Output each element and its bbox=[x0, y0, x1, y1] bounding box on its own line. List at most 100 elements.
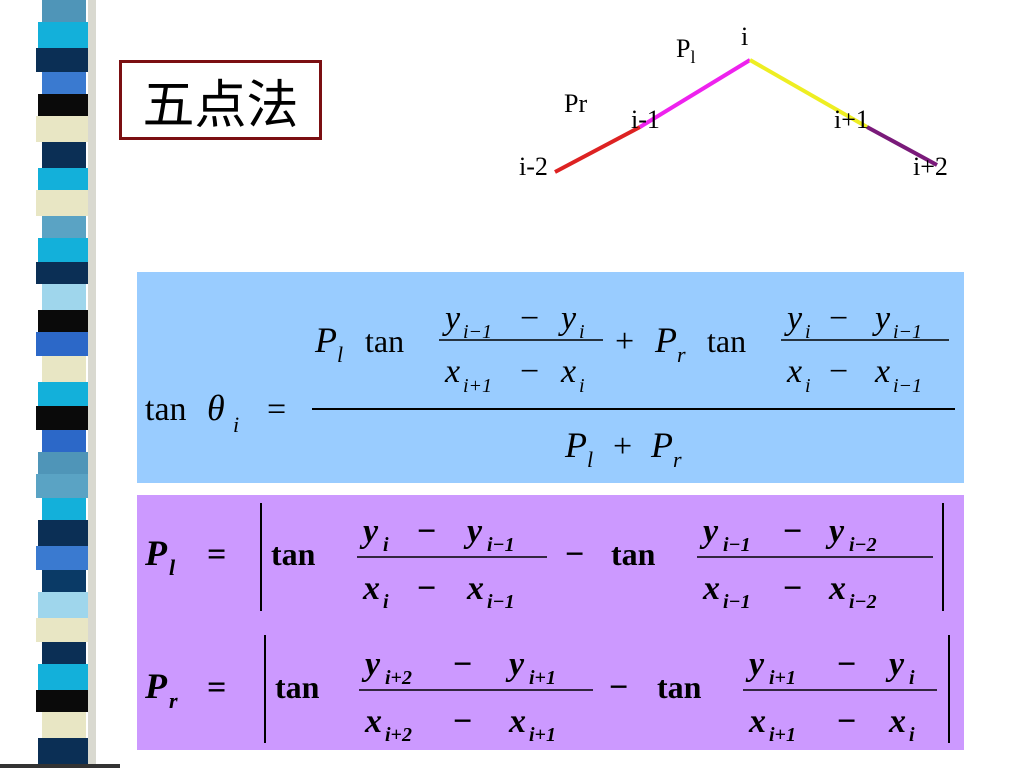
stripe-block bbox=[42, 430, 86, 452]
segment-left-outer bbox=[554, 125, 641, 174]
pr-f1-x2-sub-ip1: i+1 bbox=[529, 724, 556, 746]
pr-f2-x2: x bbox=[888, 703, 906, 740]
formula-pr: P r = tan y i+2 − y i+1 x i+2 − x i+1 − … bbox=[144, 635, 950, 746]
pl-f1-x-sub-i: i bbox=[383, 591, 389, 613]
den-sub-l: l bbox=[587, 447, 593, 472]
stripe-block bbox=[42, 570, 86, 592]
stripe-block bbox=[38, 94, 90, 116]
formula-tan-theta: tan θ i = P l tan y i−1 − y i x i+1 − x … bbox=[145, 300, 955, 472]
den-plus: + bbox=[613, 428, 632, 465]
pr-f1-minus-top: − bbox=[453, 646, 472, 683]
pl-minus-mid: − bbox=[565, 536, 584, 573]
stripe-block bbox=[36, 690, 92, 712]
lhs-sub-i: i bbox=[233, 412, 239, 437]
lhs-theta: θ bbox=[207, 388, 225, 428]
pr-f1-x-sub-ip2: i+2 bbox=[385, 724, 412, 746]
label-pr: Pr bbox=[564, 89, 587, 118]
label-i-plus-1: i+1 bbox=[834, 105, 869, 134]
pl-f1-minus-bottom: − bbox=[417, 570, 436, 607]
den-P-r: P bbox=[650, 425, 673, 465]
frac2-y-sub-i: i bbox=[805, 321, 811, 343]
stripe-block bbox=[36, 474, 92, 498]
frac1-minus-bottom: − bbox=[520, 353, 539, 390]
pl-f1-y: y bbox=[359, 513, 379, 550]
frac2-y2: y bbox=[872, 300, 891, 337]
num-sub-l: l bbox=[337, 342, 343, 367]
pr-f1-y2-sub-ip1: i+1 bbox=[529, 667, 556, 689]
pr-f1-x2: x bbox=[508, 703, 526, 740]
pl-f2-y: y bbox=[699, 513, 719, 550]
frac1-y: y bbox=[442, 300, 461, 337]
label-i: i bbox=[741, 22, 748, 51]
frac2-x2: x bbox=[874, 353, 890, 390]
num-sub-r: r bbox=[677, 342, 686, 367]
stripe-block bbox=[38, 238, 90, 262]
pr-equals: = bbox=[207, 669, 226, 706]
frac1-x2: x bbox=[560, 353, 576, 390]
pr-minus-mid: − bbox=[609, 669, 628, 706]
frac2-y2-sub-im1: i−1 bbox=[893, 321, 922, 343]
pr-f1-minus-bottom: − bbox=[453, 703, 472, 740]
pr-P: P bbox=[144, 666, 168, 706]
lhs-tan: tan bbox=[145, 391, 187, 428]
frac2-x: x bbox=[786, 353, 802, 390]
stripe-block bbox=[42, 0, 86, 22]
formula-panel-weights: P l = tan y i − y i−1 x i − x i−1 − tan … bbox=[137, 495, 964, 750]
label-i-minus-2: i-2 bbox=[519, 152, 548, 181]
num-P-l: P bbox=[314, 320, 337, 360]
label-i-plus-2: i+2 bbox=[913, 152, 948, 181]
stripe-block bbox=[42, 284, 86, 310]
pl-f2-x2: x bbox=[828, 570, 846, 607]
decorative-stripe bbox=[36, 0, 96, 768]
frac1-x2-sub-i: i bbox=[579, 375, 585, 397]
pl-f2-minus-bottom: − bbox=[783, 570, 802, 607]
slide-title: 五点法 bbox=[119, 60, 322, 140]
frac1-y-sub-im1: i−1 bbox=[463, 321, 492, 343]
stripe-block bbox=[38, 310, 90, 332]
pl-f1-x: x bbox=[362, 570, 380, 607]
frac1-y2: y bbox=[558, 300, 577, 337]
stripe-block bbox=[38, 452, 90, 474]
num-plus: + bbox=[615, 323, 634, 360]
pr-f1-x: x bbox=[364, 703, 382, 740]
stripe-block bbox=[38, 520, 90, 546]
pr-f2-x: x bbox=[748, 703, 766, 740]
label-pl: Pl bbox=[676, 34, 695, 67]
stripe-block bbox=[42, 142, 86, 168]
den-P-l: P bbox=[564, 425, 587, 465]
pl-P: P bbox=[144, 533, 168, 573]
pr-f2-x-sub-ip1: i+1 bbox=[769, 724, 796, 746]
stripe-block bbox=[38, 738, 90, 768]
stripe-block bbox=[36, 116, 92, 142]
stripe-block bbox=[36, 190, 92, 216]
stripe-block bbox=[38, 168, 90, 190]
stripe-block bbox=[36, 262, 92, 284]
pl-f1-x2-sub-im1: i−1 bbox=[487, 591, 515, 613]
formula-panel-tan-theta: tan θ i = P l tan y i−1 − y i x i+1 − x … bbox=[137, 272, 964, 483]
frac1-y2-sub-i: i bbox=[579, 321, 585, 343]
pr-f2-y-sub-ip1: i+1 bbox=[769, 667, 796, 689]
frac2-x2-sub-im1: i−1 bbox=[893, 375, 922, 397]
frac2-minus-top: − bbox=[829, 300, 848, 337]
pr-tan-1: tan bbox=[275, 669, 320, 705]
pl-tan-1: tan bbox=[271, 536, 316, 572]
label-i-minus-1: i-1 bbox=[631, 105, 660, 134]
pr-f2-y2-sub-i: i bbox=[909, 667, 915, 689]
stripe-block bbox=[38, 592, 90, 618]
pr-f2-minus-top: − bbox=[837, 646, 856, 683]
pl-f2-minus-top: − bbox=[783, 513, 802, 550]
formula-weights: P l = tan y i − y i−1 x i − x i−1 − tan … bbox=[144, 503, 950, 746]
stripe-block bbox=[36, 332, 92, 356]
pr-f1-y2: y bbox=[505, 646, 525, 683]
frac1-minus-top: − bbox=[520, 300, 539, 337]
pl-f1-x2: x bbox=[466, 570, 484, 607]
segment-left-inner bbox=[638, 58, 752, 129]
num-P-r: P bbox=[654, 320, 677, 360]
pl-equals: = bbox=[207, 536, 226, 573]
bottom-rule bbox=[0, 764, 120, 768]
num-tan-2: tan bbox=[707, 323, 746, 359]
frac1-x: x bbox=[444, 353, 460, 390]
pr-f2-y2: y bbox=[885, 646, 905, 683]
stripe-block bbox=[42, 498, 86, 520]
title-text: 五点法 bbox=[142, 75, 299, 136]
